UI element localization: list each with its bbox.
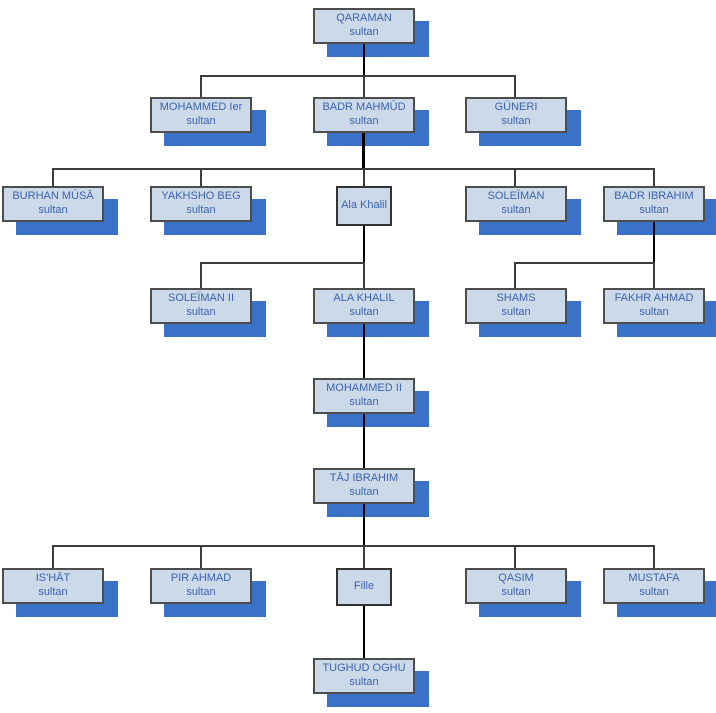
node-badr-mahmud[interactable]: BADR MAHMŪD sultan <box>313 97 415 133</box>
connector-drop-soleiman <box>514 168 516 186</box>
node-name: GÜNERI <box>494 101 538 114</box>
node-name: MOHAMMED Ier <box>159 101 243 114</box>
connector-drop-guneri <box>514 75 516 97</box>
node-subtitle: sultan <box>501 115 531 127</box>
node-subtitle: sultan <box>501 586 531 598</box>
node-name: BADR MAHMŪD <box>322 101 406 114</box>
node-qasim[interactable]: QASIM sultan <box>465 568 567 604</box>
node-mohammed-ii[interactable]: MOHAMMED II sultan <box>313 378 415 414</box>
node-subtitle: sultan <box>186 115 216 127</box>
node-fille[interactable]: Fille <box>336 568 392 606</box>
node-yakhsho-beg[interactable]: YAKHSHO BEG sultan <box>150 186 252 222</box>
node-name: BURHAN MŪSĀ <box>12 190 94 203</box>
node-name: PIR AHMAD <box>170 572 232 585</box>
connector-drop-pir-ahmad <box>200 545 202 568</box>
node-subtitle: sultan <box>349 486 379 498</box>
connector-drop-mustafa <box>653 545 655 568</box>
connector-drop-shams <box>514 262 516 288</box>
node-subtitle: sultan <box>639 586 669 598</box>
node-subtitle: sultan <box>349 115 379 127</box>
node-mustafa[interactable]: MUSTAFA sultan <box>603 568 705 604</box>
connector-taj-stub <box>363 504 365 545</box>
connector-drop-fille <box>363 545 365 568</box>
node-soleiman-ii[interactable]: SOLEÏMAN II sultan <box>150 288 252 324</box>
node-ala-khalil-minor[interactable]: Ala Khalil <box>336 186 392 226</box>
node-name: IS'HĀT <box>35 572 71 585</box>
node-subtitle: sultan <box>639 306 669 318</box>
node-name: BADR IBRAHIM <box>614 190 694 203</box>
node-soleiman[interactable]: SOLEÏMAN sultan <box>465 186 567 222</box>
connector-row2-bus <box>200 75 516 77</box>
node-name: Fille <box>353 580 375 593</box>
connector-drop-ala-khalil-minor <box>363 168 365 186</box>
connector-drop-mohammed1er <box>200 75 202 97</box>
connector-badr-mahmud-stub <box>362 133 365 168</box>
connector-drop-badr-mahmud <box>363 75 365 97</box>
node-ishat[interactable]: IS'HĀT sultan <box>2 568 104 604</box>
node-shams[interactable]: SHAMS sultan <box>465 288 567 324</box>
connector-drop-ishat <box>52 545 54 568</box>
node-ala-khalil[interactable]: ALA KHALIL sultan <box>313 288 415 324</box>
node-badr-ibrahim[interactable]: BADR IBRAHIM sultan <box>603 186 705 222</box>
node-pir-ahmad[interactable]: PIR AHMAD sultan <box>150 568 252 604</box>
connector-qaraman-stub <box>363 44 365 75</box>
connector-badr-ibrahim-stub <box>653 222 655 262</box>
connector-row7-bus <box>52 545 654 547</box>
connector-row4-right-bus <box>514 262 655 264</box>
connector-ala-khalil-to-mohammed-ii <box>363 324 365 378</box>
connector-drop-qasim <box>514 545 516 568</box>
node-name: QARAMAN <box>336 12 392 25</box>
node-tughud-oghu[interactable]: TUGHUD OGHU sultan <box>313 658 415 694</box>
connector-fille-to-tughud <box>363 606 365 658</box>
node-name: QASIM <box>498 572 534 585</box>
node-name: Ala Khalil <box>341 199 387 212</box>
connector-drop-fakhr-ahmad <box>653 262 655 288</box>
node-subtitle: sultan <box>501 306 531 318</box>
node-subtitle: sultan <box>349 306 379 318</box>
connector-drop-ala-khalil <box>363 262 365 288</box>
node-mohammed-1er[interactable]: MOHAMMED Ier sultan <box>150 97 252 133</box>
node-subtitle: sultan <box>349 676 379 688</box>
node-subtitle: sultan <box>186 204 216 216</box>
node-burhan-musa[interactable]: BURHAN MŪSĀ sultan <box>2 186 104 222</box>
node-name: MOHAMMED II <box>326 382 402 395</box>
node-name: YAKHSHO BEG <box>161 190 241 203</box>
node-taj-ibrahim[interactable]: TĀJ IBRAHIM sultan <box>313 468 415 504</box>
connector-drop-badr-ibrahim <box>653 168 655 186</box>
node-name: SOLEÏMAN II <box>167 292 235 305</box>
connector-ala-khalil-minor-stub <box>363 226 365 262</box>
node-name: SOLEÏMAN <box>487 190 545 203</box>
node-name: TĀJ IBRAHIM <box>329 472 399 485</box>
node-name: ALA KHALIL <box>333 292 395 305</box>
connector-drop-soleiman-ii <box>200 262 202 288</box>
node-name: SHAMS <box>496 292 536 305</box>
node-subtitle: sultan <box>639 204 669 216</box>
connector-mohammed-ii-to-taj <box>363 414 365 468</box>
connector-drop-burhan-musa <box>52 168 54 186</box>
node-name: FAKHR AHMAD <box>614 292 694 305</box>
node-name: TUGHUD OGHU <box>322 662 406 675</box>
node-subtitle: sultan <box>38 586 68 598</box>
node-subtitle: sultan <box>38 204 68 216</box>
node-subtitle: sultan <box>349 26 379 38</box>
node-subtitle: sultan <box>186 306 216 318</box>
connector-row3-bus <box>52 168 654 170</box>
node-subtitle: sultan <box>501 204 531 216</box>
node-fakhr-ahmad[interactable]: FAKHR AHMAD sultan <box>603 288 705 324</box>
node-subtitle: sultan <box>349 396 379 408</box>
node-guneri[interactable]: GÜNERI sultan <box>465 97 567 133</box>
connector-row4-left-bus <box>200 262 365 264</box>
node-qaraman[interactable]: QARAMAN sultan <box>313 8 415 44</box>
node-name: MUSTAFA <box>628 572 680 585</box>
connector-drop-yakhsho-beg <box>200 168 202 186</box>
node-subtitle: sultan <box>186 586 216 598</box>
